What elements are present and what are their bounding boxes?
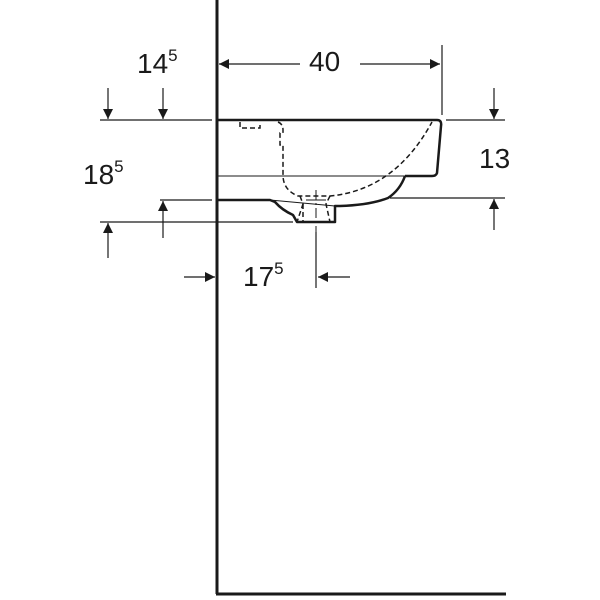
dimension-waste-distance (184, 232, 350, 288)
top-offset-value: 14 (137, 48, 169, 79)
bowl-height-value: 13 (479, 143, 511, 174)
waste-distance-superscript: 5 (274, 259, 284, 278)
wall (215, 0, 506, 596)
basin-outline (218, 118, 443, 224)
dimension-top-offset (103, 88, 168, 119)
extension-lines (100, 45, 505, 223)
hidden-bowl-contour (239, 121, 433, 223)
label-waste-distance: 175 (243, 260, 284, 292)
label-total-height: 185 (83, 158, 124, 190)
total-height-superscript: 5 (114, 157, 124, 176)
label-bowl-height: 13 (479, 145, 510, 173)
label-top-offset: 145 (137, 47, 178, 79)
dimension-total-height (103, 201, 168, 258)
total-height-value: 18 (83, 159, 115, 190)
width-value: 40 (309, 46, 341, 77)
waste-distance-value: 17 (243, 261, 275, 292)
top-offset-superscript: 5 (168, 46, 178, 65)
label-width: 40 (309, 48, 340, 76)
